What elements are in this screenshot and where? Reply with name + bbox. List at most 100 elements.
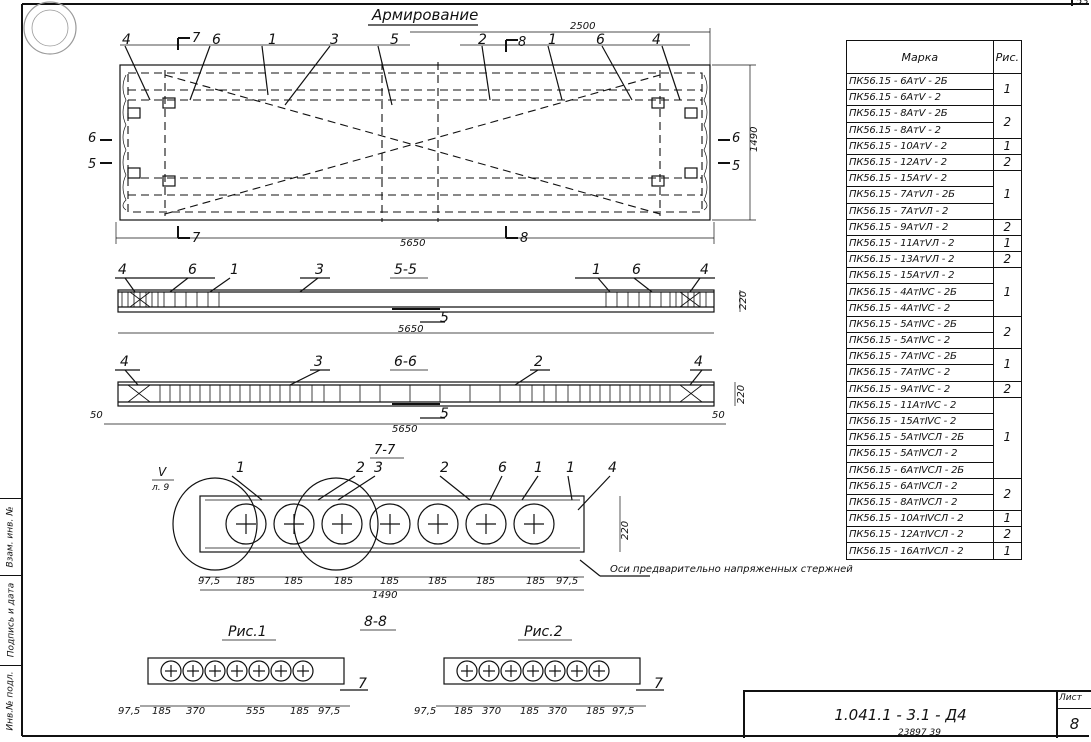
plan-section-5-left: 5 (88, 157, 96, 172)
fig1-title: Рис.1 (228, 624, 267, 640)
mark-cell: ПК56.15 - 8AтⅣСЛ - 2 (846, 493, 994, 512)
fig1-dim-2: 185 (152, 706, 171, 717)
s55-callout-6a: 6 (188, 262, 197, 278)
side-cell-replace: Взам. инв. № (0, 499, 22, 576)
fig1-dim-5: 185 (290, 706, 309, 717)
fig2-callout: 7 (654, 676, 663, 692)
s66-callout-2: 2 (534, 354, 543, 370)
mark-cell: ПК56.15 - 8AтⅤ - 2Б (846, 105, 994, 123)
marks-table-header: Марка Рис. (846, 40, 1023, 74)
side-stamp: Взам. инв. № Подпись и дата Инв.№ подл. (0, 498, 23, 737)
corner-number: 53 (1076, 0, 1089, 7)
side-cell-sign: Подпись и дата (0, 575, 22, 666)
plan-callout-4b: 4 (652, 32, 661, 48)
fig-cell: 2 (992, 218, 1023, 236)
mark-cell: ПК56.15 - 5AтⅣСЛ - 2 (846, 445, 994, 463)
marks-header-mark: Марка (846, 40, 994, 74)
fig-cell: 1 (992, 72, 1023, 107)
s66-callout-5: 5 (440, 406, 449, 422)
mark-cell: ПК56.15 - 15AтⅤЛ - 2 (846, 267, 994, 285)
fig2-dim-5: 370 (548, 706, 567, 717)
fig2 (436, 657, 664, 707)
mark-cell: ПК56.15 - 6AтⅣСЛ - 2Б (846, 461, 994, 479)
title-block: 1.041.1 - 3.1 - Д4 Лист 8 (743, 690, 1091, 738)
bottom-number: 23897 39 (898, 728, 941, 738)
s77-note-line: Оси предварительно напряженных стержней (610, 564, 853, 575)
s77-spacing-3: 185 (284, 576, 303, 587)
sheet-number: 8 (1058, 708, 1091, 739)
side-sign-date: Подпись и дата (6, 582, 16, 658)
fig2-dim-6: 185 (586, 706, 605, 717)
s66-dim-right: 50 (712, 410, 725, 421)
plan-section-8-top: 8 (518, 35, 526, 50)
plan-section-8-bottom: 8 (520, 231, 528, 246)
s55-callout-1b: 1 (592, 262, 601, 278)
plan-view (100, 28, 756, 244)
s66-dim-length: 5650 (392, 424, 417, 435)
s66-callout-3: 3 (314, 354, 323, 370)
mark-cell: ПК56.15 - 5AтⅣС - 2 (846, 331, 994, 350)
round-stamp (23, 1, 77, 55)
fig-cell: 1 (992, 510, 1023, 528)
s77-detail-sheet: л. 9 (151, 483, 169, 493)
plan-section-7-top: 7 (192, 31, 201, 46)
marks-header-fig: Рис. (992, 40, 1023, 74)
mark-cell: ПК56.15 - 6AтⅤ - 2Б (846, 72, 994, 91)
s77-total-width: 1490 (372, 590, 397, 601)
s66-title: 6-6 (394, 354, 417, 370)
plan-section-6-left: 6 (88, 131, 96, 146)
s77-spacing-4: 185 (334, 576, 353, 587)
plan-dim-height: 1490 (749, 127, 760, 152)
fig-cell: 1 (992, 170, 1023, 220)
s55-callout-4a: 4 (118, 262, 127, 278)
s77-spacing-1: 97,5 (198, 576, 220, 587)
s77-title: 7-7 (374, 443, 396, 458)
fig2-title: Рис.2 (524, 624, 563, 640)
s77-callout-2a: 2 (356, 460, 365, 476)
fig-cell: 2 (992, 526, 1023, 544)
fig-cell: 2 (992, 315, 1023, 350)
mark-cell: ПК56.15 - 5AтⅣС - 2Б (846, 315, 994, 334)
s66-callout-4a: 4 (120, 354, 129, 370)
s55-dim-height: 220 (738, 291, 749, 310)
fig-cell: 1 (992, 348, 1023, 382)
fig1-dim-4: 555 (246, 706, 265, 717)
s88-title: 8-8 (364, 614, 387, 630)
plan-section-5-right: 5 (732, 159, 740, 174)
fig-cell: 2 (992, 105, 1023, 139)
mark-cell: ПК56.15 - 7AтⅣС - 2 (846, 364, 994, 382)
s55-title: 5-5 (394, 262, 417, 278)
side-cell-inv: Инв.№ подл. (0, 665, 22, 737)
plan-dim-width: 2500 (570, 21, 595, 32)
plan-callout-1b: 1 (548, 32, 557, 48)
mark-cell: ПК56.15 - 9AтⅤЛ - 2 (846, 218, 994, 236)
fig2-dim-7: 97,5 (612, 706, 634, 717)
sheet-label: Лист (1059, 693, 1082, 703)
mark-cell: ПК56.15 - 15AтⅤ - 2 (846, 170, 994, 188)
fig2-dim-4: 185 (520, 706, 539, 717)
mark-cell: ПК56.15 - 5AтⅣСЛ - 2Б (846, 429, 994, 447)
s55-callout-3: 3 (315, 262, 324, 278)
mark-cell: ПК56.15 - 7AтⅤЛ - 2 (846, 202, 994, 220)
s77-height: 220 (620, 521, 631, 540)
mark-cell: ПК56.15 - 11AтⅣС - 2 (846, 396, 994, 414)
fig1-dim-6: 97,5 (318, 706, 340, 717)
fig-cell: 2 (992, 153, 1023, 172)
s77-spacing-6: 185 (428, 576, 447, 587)
mark-cell: ПК56.15 - 9AтⅣС - 2 (846, 380, 994, 398)
s66-callout-4b: 4 (694, 354, 703, 370)
doc-code: 1.041.1 - 3.1 - Д4 (745, 692, 1058, 738)
mark-cell: ПК56.15 - 10AтⅤ - 2 (846, 137, 994, 155)
plan-dim-length: 5650 (400, 238, 425, 249)
s55-dim-length: 5650 (398, 324, 423, 335)
